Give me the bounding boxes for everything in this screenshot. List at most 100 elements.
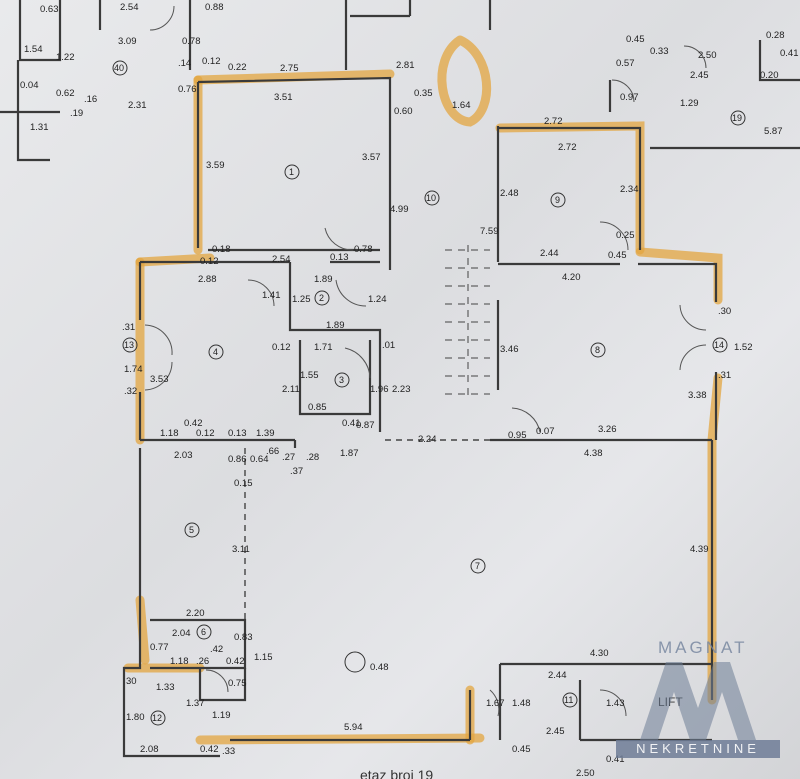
dimension-label: 0.41 (606, 754, 625, 765)
dimension-label: 1.37 (186, 698, 205, 709)
dimension-label: 1.71 (314, 342, 333, 353)
dimension-label: 2.50 (698, 50, 717, 61)
dimension-label: 0.18 (212, 244, 231, 255)
dimension-label: 4.99 (390, 204, 409, 215)
dimension-label: 0.12 (272, 342, 291, 353)
dimension-label: 2.44 (548, 670, 567, 681)
dimension-label: 3.57 (362, 152, 381, 163)
dimension-label: 0.41 (342, 418, 361, 429)
dimension-labels: 0.63 2.54 3.09 0.88 0.78 1.54 1.22 0.04 … (20, 2, 799, 779)
dimension-label: 0.97 (620, 92, 639, 103)
dimension-label: 1.89 (326, 320, 345, 331)
room-5-label: 5 (189, 525, 194, 535)
dimension-label: 1.41 (262, 290, 281, 301)
dimension-label: 0.45 (512, 744, 531, 755)
dimension-label: 0.13 (228, 428, 247, 439)
dimension-label: .31 (122, 322, 135, 333)
walls (0, 0, 800, 758)
dimension-label: 1.25 (292, 294, 311, 305)
dimension-label: 1.18 (160, 428, 179, 439)
dimension-label: .01 (382, 340, 395, 351)
dimension-label: 1.89 (314, 274, 333, 285)
dimension-label: .32 (124, 386, 137, 397)
dimension-label: 0.33 (650, 46, 669, 57)
dimension-label: 1.15 (254, 652, 273, 663)
dimension-label: 2.54 (120, 2, 139, 13)
dimension-label: 4.20 (562, 272, 581, 283)
dimension-label: 1.55 (300, 370, 319, 381)
dimension-label: 2.20 (186, 608, 205, 619)
dimension-label: .37 (290, 466, 303, 477)
dimension-label: 0.12 (196, 428, 215, 439)
dimension-label: 0.88 (205, 2, 224, 13)
dimension-label: 2.48 (500, 188, 519, 199)
dimension-label: 1.22 (56, 52, 75, 63)
dimension-label: 3.46 (500, 344, 519, 355)
room-12-label: 12 (152, 713, 162, 723)
dimension-label: 2.72 (544, 116, 563, 127)
dimension-label: 1.33 (156, 682, 175, 693)
room-9-label: 9 (555, 195, 560, 205)
room-7-label: 7 (475, 561, 480, 571)
dimension-label: 0.78 (354, 244, 373, 255)
dimension-label: .66 (266, 446, 279, 457)
dimension-label: 0.28 (766, 30, 785, 41)
dimension-label: 2.04 (172, 628, 191, 639)
dimension-label: 0.13 (330, 252, 349, 263)
door-swings (144, 5, 707, 717)
dimension-label: 0.62 (56, 88, 75, 99)
dimension-label: 0.42 (184, 418, 203, 429)
dimension-label: 0.85 (308, 402, 327, 413)
dimension-label: 5.94 (344, 722, 363, 733)
dimension-label: 0.77 (150, 642, 169, 653)
dimension-label: 4.38 (584, 448, 603, 459)
dimension-label: .14 (178, 58, 191, 69)
dimension-label: 0.86 (228, 454, 247, 465)
dimension-label: 1.48 (512, 698, 531, 709)
dimension-label: 0.22 (228, 62, 247, 73)
dimension-label: 1.64 (452, 100, 471, 111)
dimension-label: 0.78 (182, 36, 201, 47)
dimension-label: 2.54 (272, 254, 291, 265)
dimension-label: 3.59 (206, 160, 225, 171)
dimension-label: 3.09 (118, 36, 137, 47)
dimension-label: 1.29 (680, 98, 699, 109)
dimension-label: .16 (84, 94, 97, 105)
dimension-label: 3.11 (232, 544, 250, 555)
room-6-label: 6 (201, 627, 206, 637)
logo-m-mark (640, 662, 756, 740)
dimension-label: 1.54 (24, 44, 43, 55)
magnat-logo: MAGNAT NEKRETNINE (616, 632, 782, 762)
dimension-label: 2.34 (620, 184, 639, 195)
dimension-label: .19 (70, 108, 83, 119)
room-2-label: 2 (319, 293, 324, 303)
dimension-label: 2.88 (198, 274, 217, 285)
dimension-label: 2.45 (546, 726, 565, 737)
room-11-label: 11 (564, 695, 573, 705)
dimension-label: 1.52 (734, 342, 753, 353)
dimension-label: 0.35 (414, 88, 433, 99)
dimension-label: 1.39 (256, 428, 275, 439)
dimension-label: 0.07 (536, 426, 555, 437)
dimension-label: 2.08 (140, 744, 159, 755)
dimension-label: 0.12 (200, 256, 219, 267)
dimension-label: 2.75 (280, 63, 299, 74)
room-13-label: 13 (124, 340, 134, 350)
room-markers (112, 60, 746, 726)
dimension-label: 2.24 (418, 434, 437, 445)
dimension-label: 3.26 (598, 424, 617, 435)
dimension-label: .27 (282, 452, 295, 463)
dimension-label: 2.11 (282, 384, 300, 395)
dimension-label: 0.64 (250, 454, 269, 465)
dimension-label: 0.04 (20, 80, 39, 91)
dimension-label: 0.48 (370, 662, 389, 673)
dimension-label: 0.83 (234, 632, 253, 643)
dimension-label: .26 (196, 656, 209, 667)
dimension-label: 7.59 (480, 226, 499, 237)
room-8-label: 8 (595, 345, 600, 355)
dimension-label: 0.42 (226, 656, 245, 667)
dimension-label: .33 (222, 746, 235, 757)
dimension-label: 4.30 (590, 648, 609, 659)
logo-bottom-text: NEKRETNINE (616, 740, 780, 758)
